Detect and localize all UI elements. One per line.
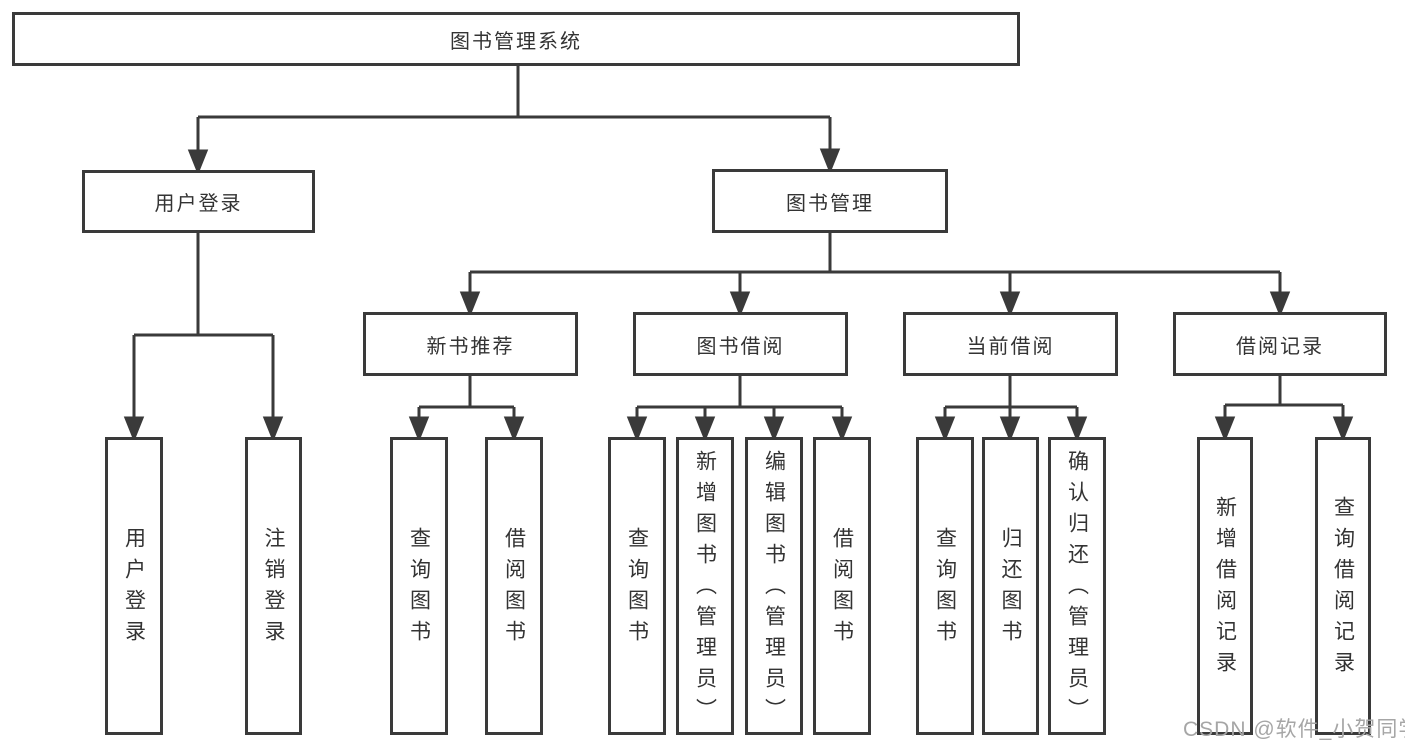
connector-new-book-recommend-to-leaves [408, 376, 525, 443]
node-book-management: 图书管理 [712, 169, 948, 233]
node-root-system: 图书管理系统 [12, 12, 1020, 66]
leaf-borrow-add-books-admin: 新增图书（管理员） [676, 437, 734, 735]
leaf-borrow-query-books: 查询图书 [608, 437, 666, 735]
leaf-newbooks-borrow-books: 借阅图书 [485, 437, 543, 735]
node-new-book-recommend: 新书推荐 [363, 312, 578, 376]
leaf-current-confirm-return-admin: 确认归还（管理员） [1048, 437, 1106, 735]
watermark-text: CSDN @软件_小贺同学 [1183, 718, 1405, 741]
node-user-login: 用户登录 [82, 170, 315, 233]
connector-root-to-level2 [187, 66, 841, 176]
node-book-borrow: 图书借阅 [633, 312, 848, 376]
node-borrow-records: 借阅记录 [1173, 312, 1387, 376]
connector-borrow-records-to-leaves [1214, 376, 1354, 443]
leaf-records-query-record: 查询借阅记录 [1315, 437, 1371, 735]
leaf-borrow-edit-books-admin: 编辑图书（管理员） [745, 437, 803, 735]
connector-user-login-to-leaves [123, 233, 284, 443]
node-current-borrow: 当前借阅 [903, 312, 1118, 376]
leaf-user-login: 用户登录 [105, 437, 163, 735]
connector-current-borrow-to-leaves [934, 376, 1088, 443]
leaf-current-return-books: 归还图书 [982, 437, 1039, 735]
leaf-current-query-books: 查询图书 [916, 437, 974, 735]
leaf-logout: 注销登录 [245, 437, 302, 735]
leaf-records-add-record: 新增借阅记录 [1197, 437, 1253, 735]
leaf-newbooks-query-books: 查询图书 [390, 437, 448, 735]
leaf-borrow-borrow-books: 借阅图书 [813, 437, 871, 735]
connector-book-management-to-level3 [459, 233, 1291, 318]
connector-book-borrow-to-leaves [626, 376, 853, 443]
